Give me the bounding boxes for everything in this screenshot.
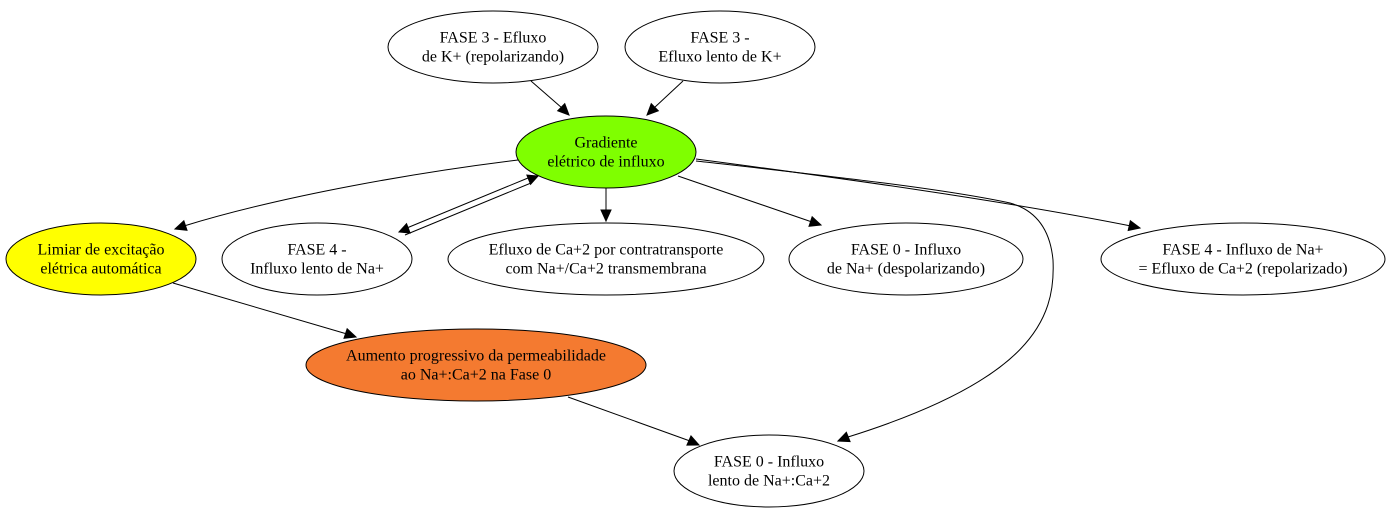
node-gradiente: Gradiente elétrico de influxo: [515, 115, 697, 189]
node-label-line: FASE 3 -: [690, 30, 749, 47]
node-label-line: FASE 0 - Influxo: [714, 454, 824, 471]
arrowhead: [173, 219, 188, 231]
node-label-line: Aumento progressivo da permeabilidade: [346, 348, 606, 365]
node-label-line: Limiar de excitação: [37, 242, 164, 259]
arrowhead: [836, 431, 851, 443]
edge-gradiente-to-efluxo_ca: [600, 188, 612, 223]
node-ellipse: [305, 328, 647, 402]
node-ellipse: [788, 222, 1024, 296]
node-label-line: elétrica automática: [40, 261, 161, 278]
edge-line: [401, 177, 532, 236]
node-label-line: com Na+/Ca+2 transmembrana: [505, 261, 706, 278]
node-ellipse: [515, 115, 697, 189]
node-ellipse: [447, 222, 765, 296]
edge-gradiente-to-fase4_influxo_lento_na: [397, 174, 540, 236]
node-fase4_influxo_lento_na: FASE 4 - Influxo lento de Na+: [221, 222, 413, 296]
node-label-line: = Efluxo de Ca+2 (repolarizado): [1138, 261, 1347, 278]
edge-line: [653, 80, 684, 109]
edge-line: [530, 80, 563, 109]
node-label-line: Efluxo de Ca+2 por contratransporte: [489, 242, 724, 259]
node-label-line: de K+ (repolarizando): [422, 49, 564, 66]
node-fase3_efluxo_k: FASE 3 - Efluxo de K+ (repolarizando): [387, 10, 599, 84]
arrowhead: [808, 215, 823, 227]
node-ellipse: [673, 434, 865, 508]
node-ellipse: [387, 10, 599, 84]
edge-line: [172, 282, 348, 335]
node-label-line: de Na+ (despolarizando): [827, 261, 985, 278]
node-ellipse: [5, 222, 197, 296]
node-label-line: Influxo lento de Na+: [250, 261, 384, 278]
edge-aumento-to-fase0_influxo_lento: [567, 396, 701, 446]
edge-gradiente-to-limiar: [173, 159, 519, 231]
edge-line: [695, 160, 1054, 438]
arrowhead: [556, 102, 570, 116]
node-efluxo_ca: Efluxo de Ca+2 por contratransporte com N…: [447, 222, 765, 296]
arrowhead: [600, 209, 612, 223]
node-fase4_influxo_na_efluxo_ca: FASE 4 - Influxo de Na+ = Efluxo de Ca+2 …: [1100, 222, 1386, 296]
edge-line: [695, 158, 1132, 227]
edge-line: [567, 396, 691, 442]
edge-gradiente-to-fase0_influxo_lento: [695, 160, 1054, 443]
node-label-line: ao Na+:Ca+2 na Fase 0: [401, 367, 551, 384]
node-fase0_influxo_na: FASE 0 - Influxo de Na+ (despolarizando): [788, 222, 1024, 296]
arrowhead: [397, 222, 411, 234]
edges-layer: [172, 80, 1142, 446]
edge-limiar-to-aumento: [172, 282, 358, 339]
edge-fase3_efluxo_k-to-gradiente: [530, 80, 570, 116]
node-label-line: FASE 4 -: [287, 242, 346, 259]
edge-line: [183, 159, 519, 227]
node-label-line: Efluxo lento de K+: [658, 49, 781, 66]
edge-fase3_efluxo_lento_k-to-gradiente: [646, 80, 684, 116]
arrowhead: [1127, 219, 1142, 232]
arrowhead: [646, 102, 660, 116]
node-label-line: FASE 3 - Efluxo: [440, 30, 547, 47]
arrowhead: [343, 327, 358, 339]
node-label-line: FASE 0 - Influxo: [851, 242, 961, 259]
node-ellipse: [624, 10, 816, 84]
node-label-line: lento de Na+:Ca+2: [708, 473, 830, 490]
node-ellipse: [1100, 222, 1386, 296]
node-ellipse: [221, 222, 413, 296]
node-limiar: Limiar de excitação elétrica automática: [5, 222, 197, 296]
node-aumento: Aumento progressivo da permeabilidade ao …: [305, 328, 647, 402]
node-label-line: Gradiente: [574, 135, 637, 152]
edge-gradiente-to-fase0_influxo_na: [677, 175, 823, 227]
arrowhead: [686, 435, 701, 446]
node-label-line: elétrico de influxo: [547, 154, 664, 171]
node-fase0_influxo_lento: FASE 0 - Influxo lento de Na+:Ca+2: [673, 434, 865, 508]
edge-line: [677, 175, 813, 223]
node-fase3_efluxo_lento_k: FASE 3 - Efluxo lento de K+: [624, 10, 816, 84]
node-label-line: FASE 4 - Influxo de Na+: [1162, 242, 1323, 259]
edge-gradiente-to-fase4_influxo_na_efluxo_ca: [695, 158, 1142, 232]
arrowhead: [526, 174, 540, 186]
